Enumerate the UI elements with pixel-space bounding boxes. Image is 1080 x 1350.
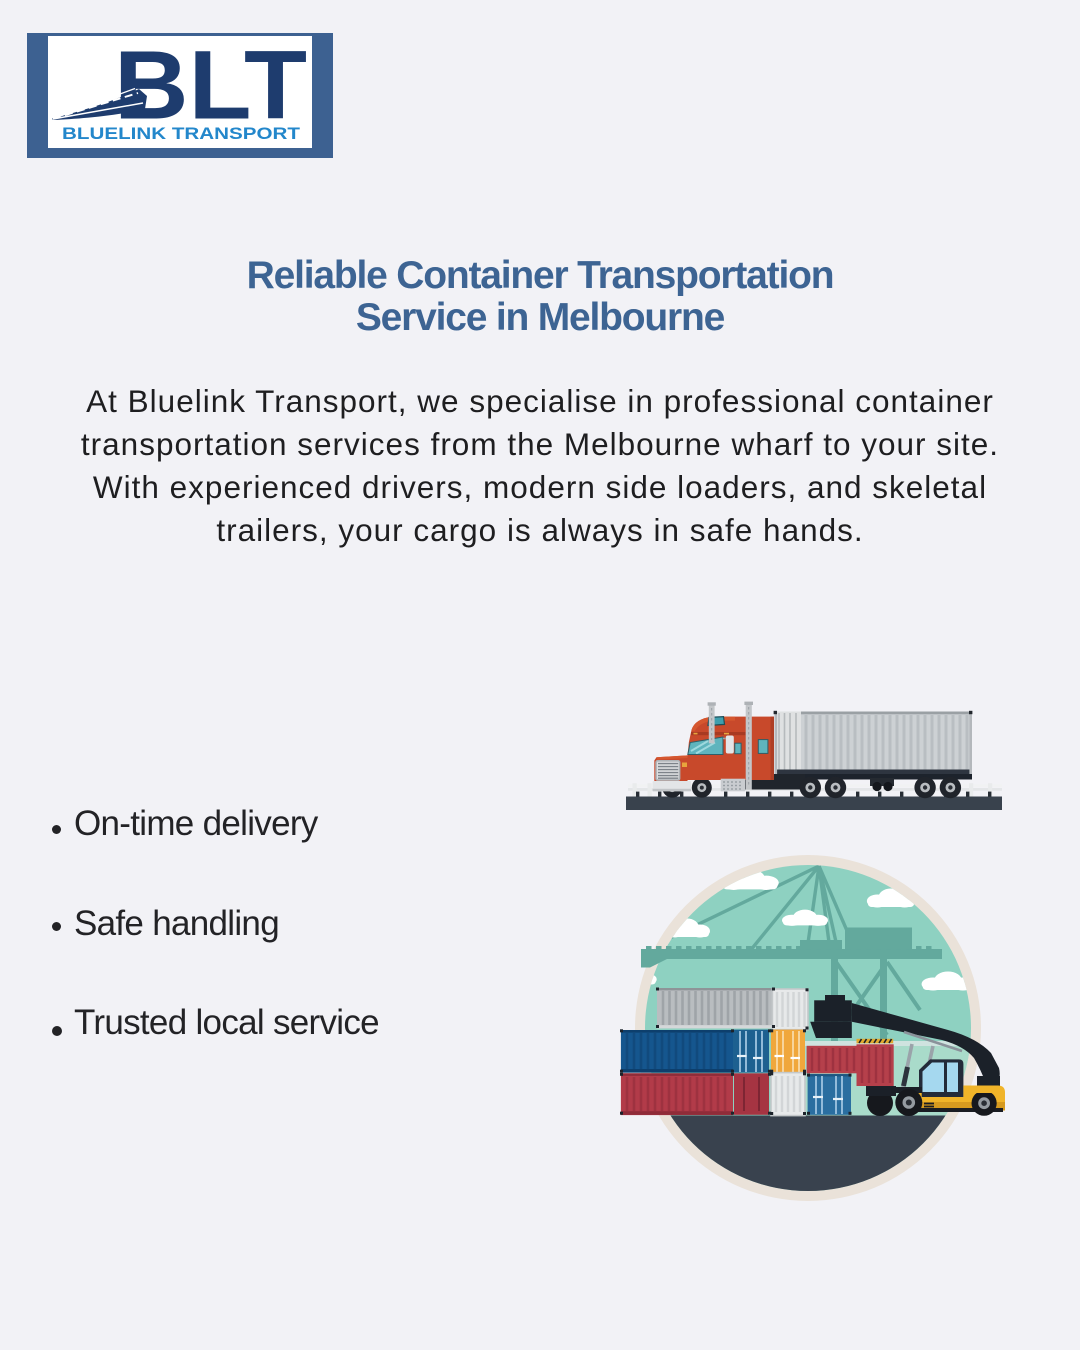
svg-text:BLUELINK TRANSPORT: BLUELINK TRANSPORT [62,125,300,143]
svg-text:BLT: BLT [114,36,307,139]
